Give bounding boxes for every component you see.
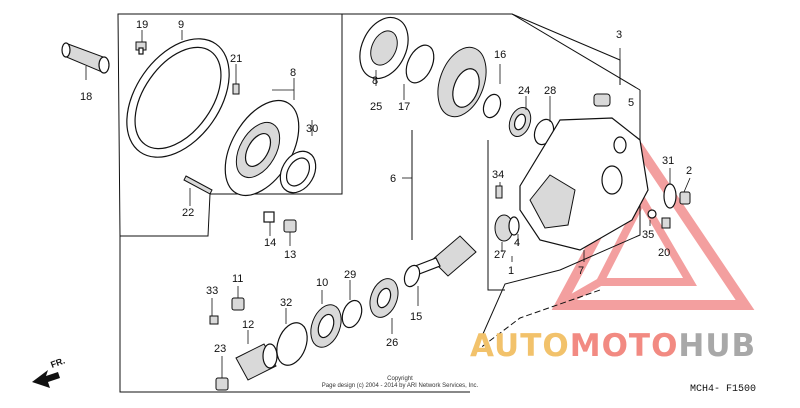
diagram-code: MCH4- F1500 bbox=[690, 384, 756, 395]
part-26-bearing bbox=[369, 278, 399, 318]
part-30-oil-seal bbox=[279, 150, 317, 194]
part-24-bearing bbox=[508, 106, 532, 138]
label-19: 19 bbox=[136, 19, 148, 31]
part-11-collar bbox=[231, 297, 245, 311]
part-8-bearing bbox=[359, 16, 409, 80]
front-arrow: FR. bbox=[32, 356, 66, 388]
part-33-bolt bbox=[209, 315, 219, 325]
part-15-circlip bbox=[403, 264, 421, 288]
label-31: 31 bbox=[662, 155, 674, 167]
part-35-washer bbox=[647, 209, 657, 219]
label-28: 28 bbox=[544, 85, 556, 97]
label-34: 34 bbox=[492, 169, 504, 181]
part-34-pin bbox=[495, 185, 503, 199]
part-14-washer bbox=[263, 211, 275, 223]
label-9: 9 bbox=[178, 19, 184, 31]
part-19-bolt bbox=[135, 41, 147, 55]
part-16-ring-gear bbox=[437, 46, 502, 119]
label-7: 7 bbox=[578, 265, 584, 277]
part-22-bolt bbox=[183, 175, 213, 195]
label-18: 18 bbox=[80, 91, 92, 103]
part-20-bolt bbox=[661, 217, 671, 229]
part-12-joint bbox=[235, 343, 278, 381]
label-3: 3 bbox=[616, 29, 622, 41]
label-8-top: 8 bbox=[372, 75, 378, 87]
label-13: 13 bbox=[284, 249, 296, 261]
part-10-bearing bbox=[310, 304, 342, 348]
label-14: 14 bbox=[264, 237, 276, 249]
part-number-labels: 19 9 18 21 8 30 22 14 13 8 25 17 16 3 24… bbox=[80, 19, 692, 355]
label-6: 6 bbox=[390, 173, 396, 185]
leader-lines bbox=[85, 30, 691, 378]
label-17: 17 bbox=[398, 101, 410, 113]
label-23: 23 bbox=[214, 343, 226, 355]
label-35: 35 bbox=[642, 229, 654, 241]
label-1: 1 bbox=[508, 265, 514, 277]
label-4: 4 bbox=[514, 237, 520, 249]
label-32: 32 bbox=[280, 297, 292, 309]
label-15: 15 bbox=[410, 311, 422, 323]
part-13-plug bbox=[283, 219, 297, 233]
label-30: 30 bbox=[306, 123, 318, 135]
watermark-auto: AUTO bbox=[470, 328, 570, 364]
part-32-oring bbox=[276, 322, 308, 366]
watermark-text: AUTOMOTOHUB bbox=[470, 328, 756, 364]
part-5-cap bbox=[593, 93, 611, 107]
label-33: 33 bbox=[206, 285, 218, 297]
part-29-seal bbox=[341, 299, 363, 329]
part-27-bearing bbox=[494, 214, 520, 242]
part-7-gear-case bbox=[519, 117, 649, 251]
copyright-line1: Copyright bbox=[387, 376, 413, 382]
label-8-left: 8 bbox=[290, 67, 296, 79]
copyright: Copyright Page design (c) 2004 - 2014 by… bbox=[322, 376, 479, 389]
label-27: 27 bbox=[494, 249, 506, 261]
part-9-cover-ring bbox=[126, 38, 230, 158]
label-25: 25 bbox=[370, 101, 382, 113]
svg-text:AUTOMOTOHUB: AUTOMOTOHUB bbox=[470, 328, 756, 364]
label-10: 10 bbox=[316, 277, 328, 289]
part-17-shim bbox=[405, 44, 435, 84]
label-22: 22 bbox=[182, 207, 194, 219]
part-31-oring bbox=[663, 183, 677, 209]
label-12: 12 bbox=[242, 319, 254, 331]
part-18-sleeve bbox=[61, 42, 110, 74]
copyright-line2: Page design (c) 2004 - 2014 by ARI Netwo… bbox=[322, 383, 479, 389]
label-24: 24 bbox=[518, 85, 530, 97]
label-5: 5 bbox=[628, 97, 634, 109]
part-23-nut bbox=[215, 377, 229, 391]
label-16: 16 bbox=[494, 49, 506, 61]
label-11: 11 bbox=[232, 273, 243, 285]
label-26: 26 bbox=[386, 337, 398, 349]
label-20: 20 bbox=[658, 247, 670, 259]
part-6-pinion-gear bbox=[409, 235, 477, 277]
part-21-bolt bbox=[232, 83, 240, 95]
label-2: 2 bbox=[686, 165, 692, 177]
watermark-hub: HUB bbox=[678, 328, 756, 364]
front-arrow-label: FR. bbox=[49, 356, 66, 370]
watermark-moto: MOTO bbox=[570, 328, 679, 364]
label-21: 21 bbox=[230, 53, 242, 65]
label-29: 29 bbox=[344, 269, 356, 281]
part-2-bolt bbox=[679, 191, 691, 205]
